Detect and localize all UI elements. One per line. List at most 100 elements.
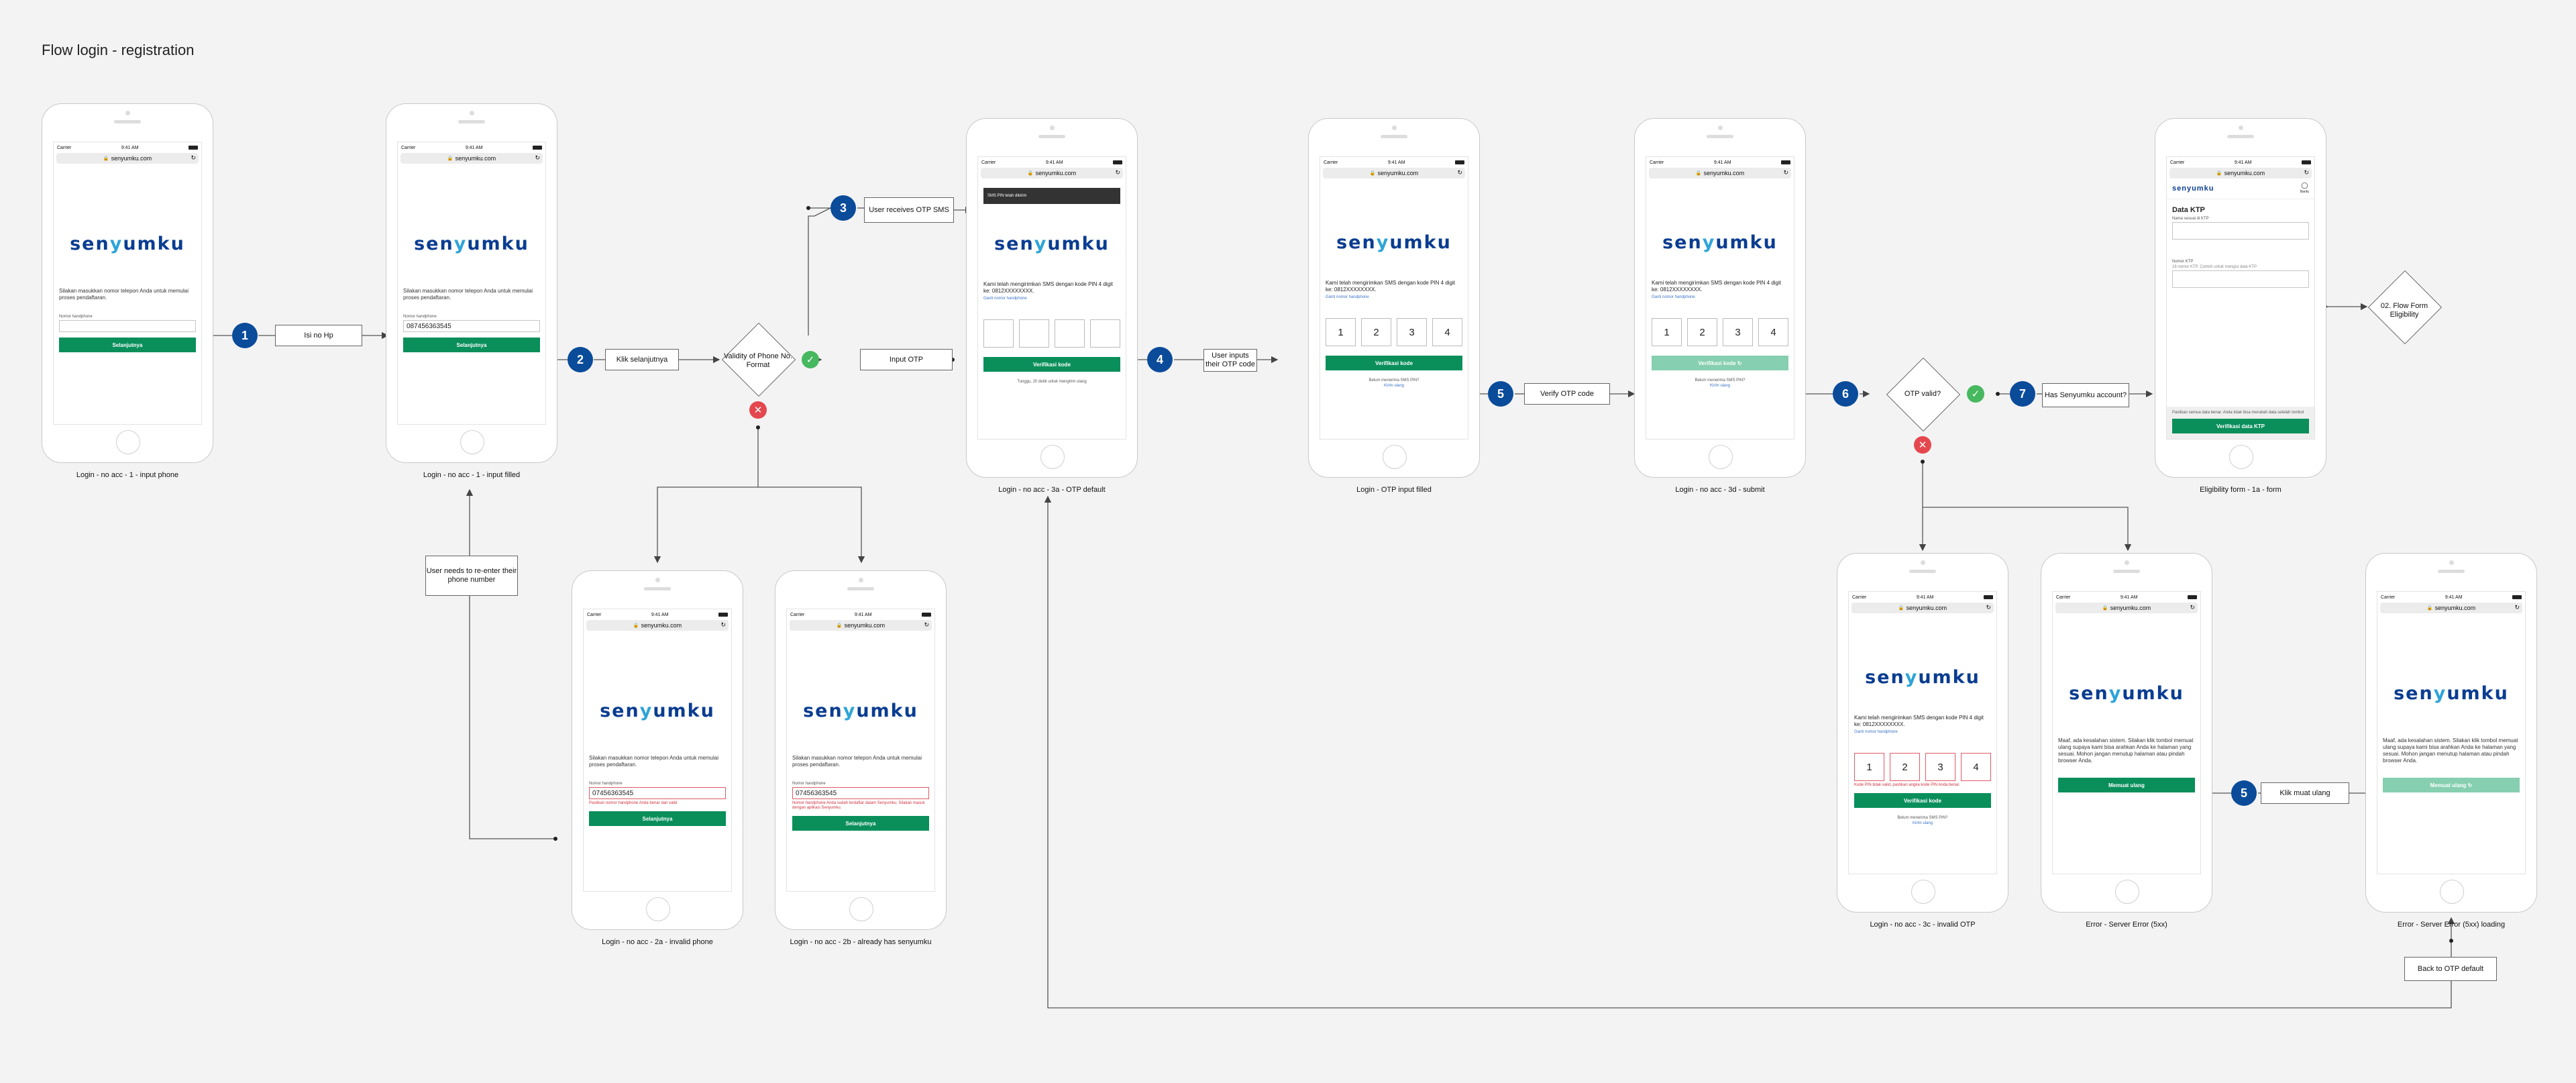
next-button[interactable]: Selanjutnya: [792, 816, 929, 831]
change-number-link[interactable]: Ganti nomor handphone: [983, 297, 1027, 301]
next-button[interactable]: Selanjutnya: [59, 338, 196, 352]
verify-ktp-button[interactable]: Verifikasi data KTP: [2172, 419, 2309, 433]
reload-icon[interactable]: ↻: [1457, 169, 1462, 176]
otp-digit-input[interactable]: [1019, 319, 1049, 348]
otp-error-message: Kode PIN tidak valid, pastikan angka kod…: [1854, 783, 1960, 787]
otp-digit-input[interactable]: 2: [1361, 318, 1391, 346]
otp-digit-input[interactable]: 3: [1925, 753, 1955, 781]
help-button[interactable]: ◯Bantu: [2300, 183, 2309, 195]
brand-logo: senyumku: [1865, 667, 1980, 688]
url-bar[interactable]: 🔒senyumku.com↻: [2169, 168, 2312, 178]
step-badge: 3: [830, 195, 856, 221]
reload-icon[interactable]: ↻: [1783, 169, 1788, 176]
brand-logo: senyumku: [2394, 683, 2509, 704]
cross-icon: ✕: [1914, 436, 1931, 454]
home-button: [1709, 445, 1733, 469]
reload-button[interactable]: Memuat ulang: [2058, 778, 2195, 792]
home-button: [2440, 880, 2464, 904]
otp-digit-input[interactable]: 2: [1687, 318, 1717, 346]
instruction-text: Silakan masukkan nomor telepon Anda untu…: [59, 288, 189, 301]
change-number-link[interactable]: Ganti nomor handphone: [1854, 730, 1898, 734]
otp-digit-input[interactable]: 3: [1723, 318, 1753, 346]
otp-digit-input[interactable]: 4: [1432, 318, 1462, 346]
url-bar[interactable]: 🔒senyumku.com↻: [1323, 168, 1465, 178]
otp-digit-input[interactable]: 1: [1854, 753, 1884, 781]
url-text: senyumku.com: [641, 622, 682, 629]
verify-button-loading[interactable]: Verifikasi kode ↻: [1652, 356, 1788, 370]
url-bar[interactable]: 🔒senyumku.com↻: [981, 168, 1123, 178]
resend-link[interactable]: Kirim ulang: [1709, 384, 1730, 388]
url-text: senyumku.com: [2224, 170, 2265, 176]
phone-input[interactable]: 07456363545: [792, 787, 929, 799]
reload-icon[interactable]: ↻: [924, 621, 929, 628]
url-bar[interactable]: 🔒senyumku.com↻: [2055, 603, 2198, 613]
url-bar[interactable]: 🔒senyumku.com↻: [790, 620, 932, 631]
url-bar[interactable]: 🔒senyumku.com↻: [586, 620, 729, 631]
change-number-link[interactable]: Ganti nomor handphone: [1652, 295, 1695, 299]
verify-button[interactable]: Verifikasi kode: [1854, 793, 1991, 808]
otp-digit-input[interactable]: 1: [1326, 318, 1356, 346]
node-reenter-phone: User needs to re-enter their phone numbe…: [425, 556, 518, 596]
reload-icon[interactable]: ↻: [191, 154, 196, 161]
reload-icon[interactable]: ↻: [535, 154, 540, 161]
otp-digit-input[interactable]: 4: [1758, 318, 1788, 346]
change-number-link[interactable]: Ganti nomor handphone: [1326, 295, 1369, 299]
camera: [1049, 125, 1055, 130]
phone-input[interactable]: 07456363545: [589, 787, 726, 799]
next-button[interactable]: Selanjutnya: [403, 338, 540, 352]
verify-button[interactable]: Verifikasi kode: [983, 357, 1120, 372]
app-header: senyumku ◯Bantu: [2167, 178, 2314, 199]
reload-icon[interactable]: ↻: [1986, 604, 1991, 611]
camera: [2238, 125, 2243, 130]
node-back-to-otp: Back to OTP default: [2404, 957, 2497, 981]
next-button[interactable]: Selanjutnya: [589, 811, 726, 826]
reload-icon[interactable]: ↻: [2190, 604, 2195, 611]
phone-input[interactable]: 087456363545: [403, 320, 540, 332]
battery-icon: [2512, 595, 2522, 599]
url-bar[interactable]: 🔒senyumku.com↻: [1649, 168, 1791, 178]
reload-icon[interactable]: ↻: [2304, 169, 2309, 176]
resend-link[interactable]: Kirim ulang: [1912, 821, 1933, 825]
speaker: [2113, 570, 2140, 573]
home-button: [646, 897, 670, 921]
url-bar[interactable]: 🔒senyumku.com↻: [2380, 603, 2522, 613]
step-badge: 5: [2231, 780, 2257, 806]
verify-button[interactable]: Verifikasi kode: [1326, 356, 1462, 370]
phone-input[interactable]: [59, 320, 196, 332]
name-input[interactable]: [2172, 222, 2309, 240]
lock-icon: 🔒: [447, 156, 453, 161]
decision-otp-valid-text: OTP valid?: [1904, 390, 1941, 398]
brand-logo: senyumku: [803, 701, 918, 721]
url-bar[interactable]: 🔒senyumku.com↻: [400, 153, 543, 164]
otp-digit-input[interactable]: 1: [1652, 318, 1682, 346]
reload-button-loading[interactable]: Memuat ulang ↻: [2383, 778, 2520, 792]
url-bar[interactable]: 🔒senyumku.com↻: [56, 153, 199, 164]
url-bar[interactable]: 🔒senyumku.com↻: [1851, 603, 1994, 613]
otp-digit-input[interactable]: [1090, 319, 1120, 348]
reload-icon[interactable]: ↻: [720, 621, 726, 628]
otp-sent-text: Kami telah mengirimkan SMS dengan kode P…: [1326, 280, 1455, 293]
otp-digit-input[interactable]: 3: [1397, 318, 1427, 346]
otp-digit-input[interactable]: 4: [1961, 753, 1991, 781]
brand-logo: senyumku: [1336, 232, 1452, 253]
camera: [1391, 125, 1397, 130]
reload-icon[interactable]: ↻: [1115, 169, 1120, 176]
url-text: senyumku.com: [2434, 605, 2476, 611]
reload-icon[interactable]: ↻: [2514, 604, 2520, 611]
home-button: [849, 897, 873, 921]
nik-input[interactable]: [2172, 270, 2309, 288]
otp-digit-input[interactable]: 2: [1890, 753, 1920, 781]
otp-digit-input[interactable]: [1055, 319, 1085, 348]
otp-digit-input[interactable]: [983, 319, 1014, 348]
resend-link[interactable]: Kirim ulang: [1383, 384, 1404, 388]
